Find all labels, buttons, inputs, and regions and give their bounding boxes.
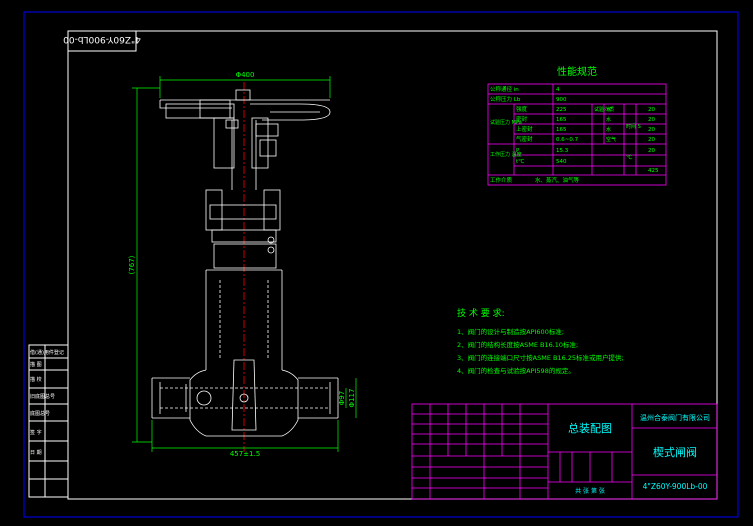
spec-label: P <box>516 148 520 154</box>
spec-table <box>487 83 667 186</box>
left-block <box>28 344 69 498</box>
spec-label: 强度 <box>516 105 528 113</box>
spec-mid-label: 试验介质 <box>594 106 614 113</box>
spec-mid-label: 水 <box>606 106 611 113</box>
spec-value: 900 <box>556 97 567 103</box>
stamp-code: 4"Z60Y-900Lb-00 <box>63 34 141 44</box>
spec-value: 165 <box>556 117 567 123</box>
dim-height: (767) <box>128 255 136 274</box>
left-block-label: 签 字 <box>30 429 42 436</box>
left-block-label: 描 校 <box>30 376 42 383</box>
spec-table-title: 性能规范 <box>557 65 597 78</box>
product-name: 楔式闸阀 <box>653 445 697 459</box>
spec-duration-label: 时间 S <box>626 123 641 130</box>
dim-bore-2: Φ117 <box>348 389 356 408</box>
valve-drawing <box>151 82 339 452</box>
spec-mid-label: 空气 <box>606 136 616 143</box>
sheet-border <box>23 11 739 518</box>
spec-value: 0.6~0.7 <box>556 137 579 143</box>
spec-duration: 20 <box>648 137 655 143</box>
spec-value: 165 <box>556 127 567 133</box>
note-item: 1、阀门的设计与制造按API600标准; <box>457 327 564 336</box>
spec-value: 水、蒸汽、油气等 <box>535 176 580 184</box>
sheet-count: 共 张 第 张 <box>575 487 605 495</box>
spec-duration: 20 <box>648 148 655 154</box>
spec-temp-label: ℃ <box>626 154 632 161</box>
company-name: 温州合泰阀门有限公司 <box>640 413 710 422</box>
dim-bore-1: Φ97 <box>338 391 346 405</box>
drawing-frame <box>67 30 718 500</box>
left-block-label: 底图总号 <box>30 410 50 417</box>
left-block-label: 日 期 <box>30 450 42 456</box>
spec-value: 540 <box>556 159 567 165</box>
spec-label: 公称压力 Lb <box>490 95 521 103</box>
spec-value: 225 <box>556 107 567 113</box>
drawing-name: 总装配图 <box>568 421 612 435</box>
spec-label: 密封 <box>516 115 528 123</box>
dim-bottom-length: 457±1.5 <box>230 450 260 458</box>
notes-heading: 技 术 要 求: <box>457 307 505 319</box>
left-block-label: 借(通)用件登记 <box>30 349 64 356</box>
spec-mid-label: 水 <box>606 116 611 123</box>
left-block-label: 描 图 <box>30 361 42 368</box>
spec-label: 气密封 <box>516 135 533 143</box>
dimensions <box>132 76 357 452</box>
spec-label: t℃ <box>516 158 524 165</box>
note-item: 4、阀门的检查与试验按API598的规定。 <box>457 366 575 375</box>
spec-label: 工作介质 <box>490 176 513 184</box>
spec-side-label: 工作压力 温度 <box>490 151 522 158</box>
spec-label: 公称通径 in <box>490 85 519 93</box>
spec-label: 上密封 <box>516 125 533 133</box>
spec-mid-label: 水 <box>606 126 611 133</box>
spec-temp-value: 425 <box>648 168 659 174</box>
spec-value: 15.3 <box>556 148 569 154</box>
title-block <box>411 403 718 500</box>
spec-value: 4 <box>556 87 560 93</box>
note-item: 3、阀门的连接端口尺寸按ASME B16.25标准或用户提供; <box>457 353 624 362</box>
left-block-label: 旧底图总号 <box>30 393 55 400</box>
spec-duration: 20 <box>648 107 655 113</box>
dim-top-width: Φ400 <box>236 71 255 79</box>
note-item: 2、阀门的结构长度按ASME B16.10标准; <box>457 340 578 349</box>
spec-duration: 20 <box>648 117 655 123</box>
drawing-number: 4"Z60Y-900Lb-00 <box>643 482 708 491</box>
spec-side-label: 试验压力 MPa <box>490 119 522 126</box>
spec-duration: 20 <box>648 127 655 133</box>
stamp-box <box>67 30 137 52</box>
